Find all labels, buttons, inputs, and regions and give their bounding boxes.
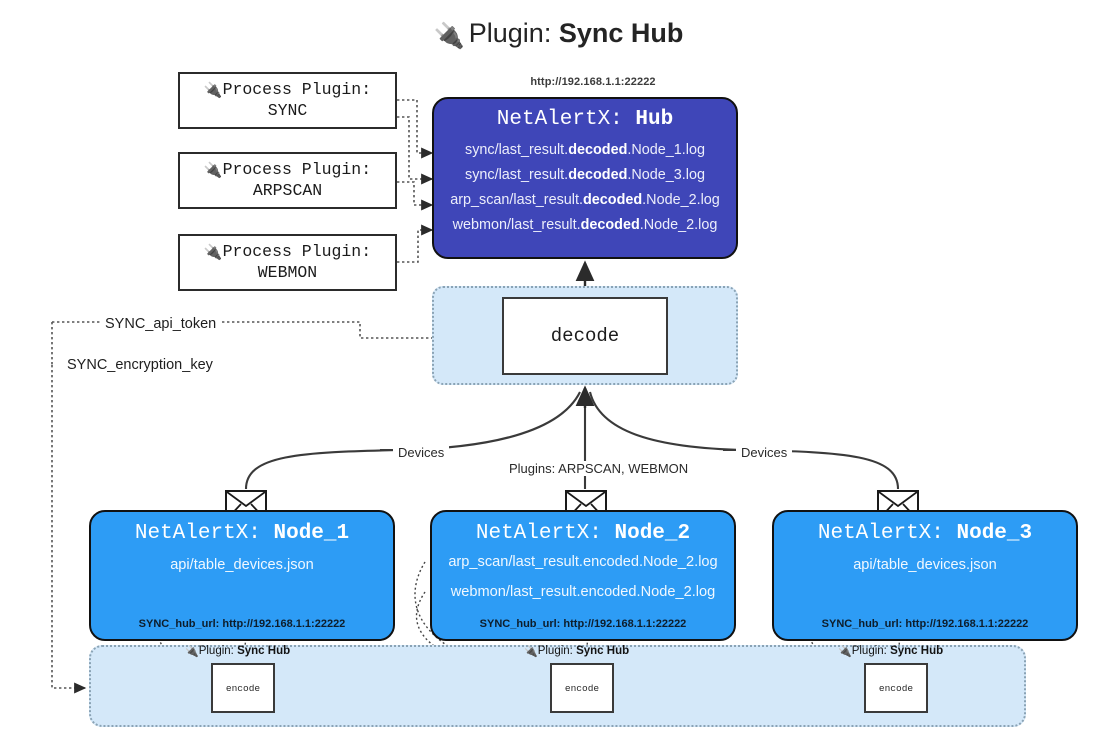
node-box-3[interactable]: NetAlertX: Node_3 api/table_devices.json…	[772, 510, 1078, 641]
node-box-1[interactable]: NetAlertX: Node_1 api/table_devices.json…	[89, 510, 395, 641]
node-file-line: arp_scan/last_result.encoded.Node_2.log	[448, 554, 718, 570]
hub-file-list: sync/last_result.decoded.Node_1.log sync…	[434, 138, 736, 238]
edge-label-devices-left: Devices	[393, 445, 450, 460]
encode-box-1[interactable]: encode	[211, 663, 275, 713]
node-file-line: webmon/last_result.encoded.Node_2.log	[450, 584, 716, 600]
page-title-prefix: Plugin:	[468, 18, 552, 48]
process-plugin-label: Process Plugin:	[222, 160, 372, 180]
sync-encryption-key-label: SYNC_encryption_key	[62, 357, 218, 373]
edge-label-plugins: Plugins: ARPSCAN, WEBMON	[504, 461, 694, 476]
encode-box-2[interactable]: encode	[550, 663, 614, 713]
process-plugin-arpscan[interactable]: 🔌Process Plugin: ARPSCAN	[178, 152, 397, 209]
encode-caption-3: 🔌Plugin: Sync Hub	[838, 645, 944, 658]
plug-icon: 🔌	[203, 81, 223, 100]
node-file-list: api/table_devices.json	[91, 553, 393, 578]
node-file-list: arp_scan/last_result.encoded.Node_2.log …	[432, 547, 734, 607]
hub-file-line: sync/last_result.decoded.Node_1.log	[465, 142, 705, 158]
hub-file-line: arp_scan/last_result.decoded.Node_2.log	[450, 192, 720, 208]
hub-url: http://192.168.1.1:22222	[530, 76, 656, 88]
plug-icon: 🔌	[185, 646, 199, 658]
node-hub-url: SYNC_hub_url: http://192.168.1.1:22222	[479, 618, 687, 630]
node-box-2[interactable]: NetAlertX: Node_2 arp_scan/last_result.e…	[430, 510, 736, 641]
hub-title-prefix: NetAlertX:	[496, 108, 623, 131]
hub-file-line: sync/last_result.decoded.Node_3.log	[465, 167, 705, 183]
process-plugin-sync[interactable]: 🔌Process Plugin: SYNC	[178, 72, 397, 129]
hub-file-line: webmon/last_result.decoded.Node_2.log	[452, 217, 718, 233]
node-title: NetAlertX: Node_2	[475, 522, 691, 545]
node-title: NetAlertX: Node_3	[817, 522, 1033, 545]
node-hub-url: SYNC_hub_url: http://192.168.1.1:22222	[138, 618, 346, 630]
node-file-line: api/table_devices.json	[170, 557, 314, 573]
plug-icon: 🔌	[838, 646, 852, 658]
encode-caption-2: 🔌Plugin: Sync Hub	[524, 645, 630, 658]
hub-node[interactable]: NetAlertX: Hub sync/last_result.decoded.…	[432, 97, 738, 259]
process-plugin-name: WEBMON	[257, 262, 318, 282]
hub-title-name: Hub	[635, 108, 674, 131]
node-hub-url: SYNC_hub_url: http://192.168.1.1:22222	[821, 618, 1029, 630]
process-plugin-name: SYNC	[267, 100, 308, 120]
edge-label-devices-right: Devices	[736, 445, 793, 460]
hub-title: NetAlertX: Hub	[434, 108, 736, 131]
page-title: 🔌Plugin: Sync Hub	[0, 18, 1117, 51]
plug-icon: 🔌	[433, 22, 465, 50]
plug-icon: 🔌	[203, 243, 223, 262]
process-plugin-webmon[interactable]: 🔌Process Plugin: WEBMON	[178, 234, 397, 291]
encode-box-3[interactable]: encode	[864, 663, 928, 713]
node-title: NetAlertX: Node_1	[134, 522, 350, 545]
process-plugin-name: ARPSCAN	[252, 180, 323, 200]
plug-icon: 🔌	[524, 646, 538, 658]
node-file-line: api/table_devices.json	[853, 557, 997, 573]
process-plugin-label: Process Plugin:	[222, 242, 372, 262]
plug-icon: 🔌	[203, 161, 223, 180]
node-file-list: api/table_devices.json	[774, 553, 1076, 578]
decode-box[interactable]: decode	[502, 297, 668, 375]
encode-caption-1: 🔌Plugin: Sync Hub	[185, 645, 291, 658]
sync-api-token-label: SYNC_api_token	[100, 316, 222, 332]
process-plugin-label: Process Plugin:	[222, 80, 372, 100]
page-title-name: Sync Hub	[558, 18, 684, 48]
